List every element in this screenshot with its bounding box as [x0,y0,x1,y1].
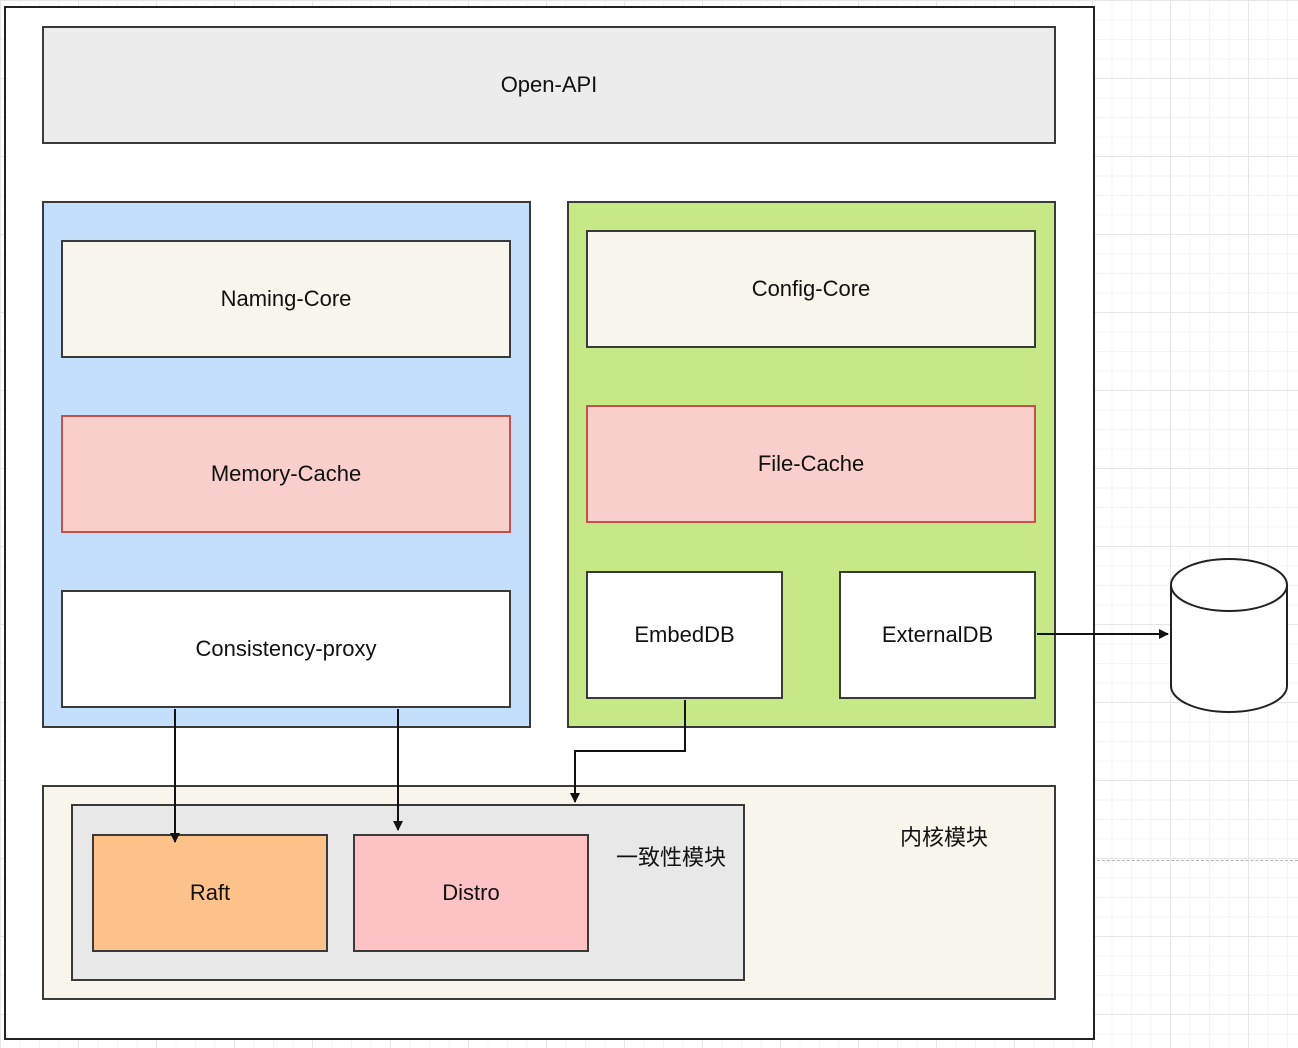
database-cylinder-icon [1170,558,1288,713]
memory-cache-label: Memory-Cache [210,461,362,486]
embeddb-to-consistency-arrow [570,700,686,803]
raft-box[interactable]: Raft [92,834,328,952]
file-cache-label: File-Cache [757,451,865,476]
naming-core-label: Naming-Core [220,286,352,311]
file-cache-box[interactable]: File-Cache [586,405,1036,523]
kernel-module-label: 内核模块 [900,825,989,850]
config-core-label: Config-Core [751,276,871,301]
embed-db-box[interactable]: EmbedDB [586,571,783,699]
raft-label: Raft [189,880,231,905]
config-core-box[interactable]: Config-Core [586,230,1036,348]
open-api-box[interactable]: Open-API [42,26,1056,144]
consistency-proxy-label: Consistency-proxy [195,636,377,661]
open-api-label: Open-API [500,72,598,97]
consistency-proxy-box[interactable]: Consistency-proxy [61,590,511,708]
embed-db-label: EmbedDB [634,622,735,647]
canvas-guide-line [1097,860,1298,861]
naming-core-box[interactable]: Naming-Core [61,240,511,358]
consistency-module-label: 一致性模块 [616,845,727,870]
distro-label: Distro [442,880,500,905]
memory-cache-box[interactable]: Memory-Cache [61,415,511,533]
external-db-box[interactable]: ExternalDB [839,571,1036,699]
distro-box[interactable]: Distro [353,834,589,952]
external-db-label: ExternalDB [881,622,994,647]
